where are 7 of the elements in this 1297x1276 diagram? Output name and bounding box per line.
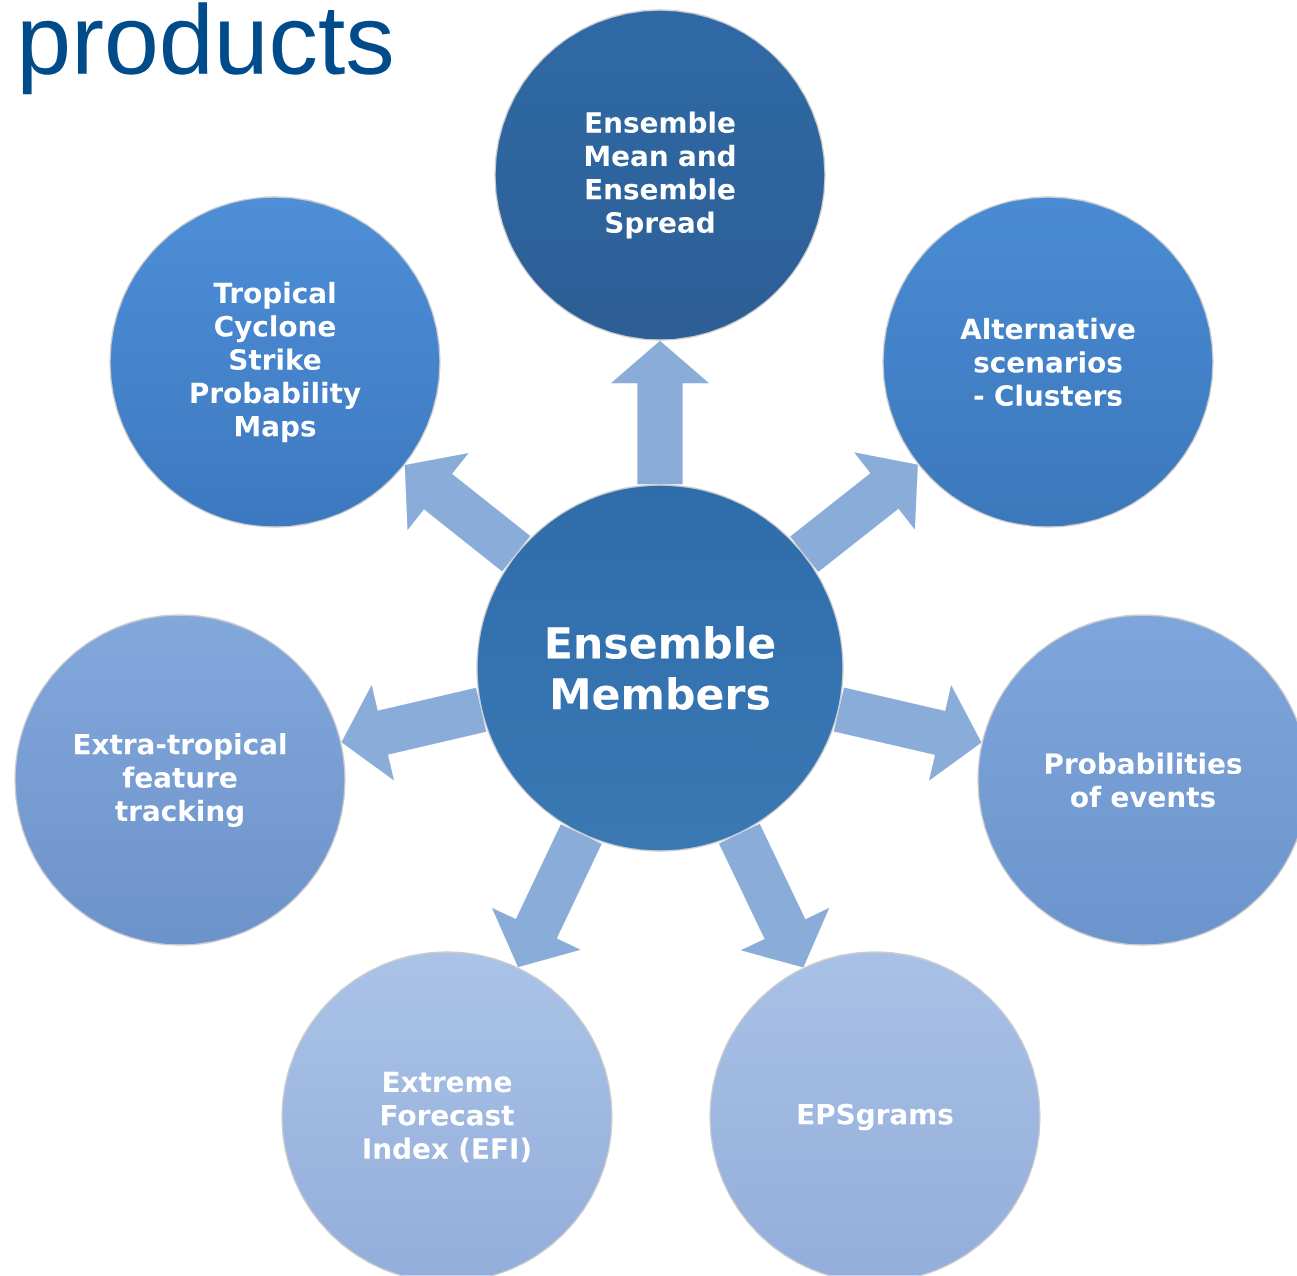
title: products [22, 2, 392, 95]
block-arrow [790, 452, 918, 573]
circle-node: Ensemble Members [476, 484, 844, 852]
circle-node: Tropical Cyclone Strike Probability Maps [109, 196, 441, 528]
circle-node: Ensemble Mean and Ensemble Spread [494, 9, 826, 341]
circle-node: Extra-tropical feature tracking [14, 614, 346, 946]
circle-node: Alternative scenarios - Clusters [882, 196, 1214, 528]
